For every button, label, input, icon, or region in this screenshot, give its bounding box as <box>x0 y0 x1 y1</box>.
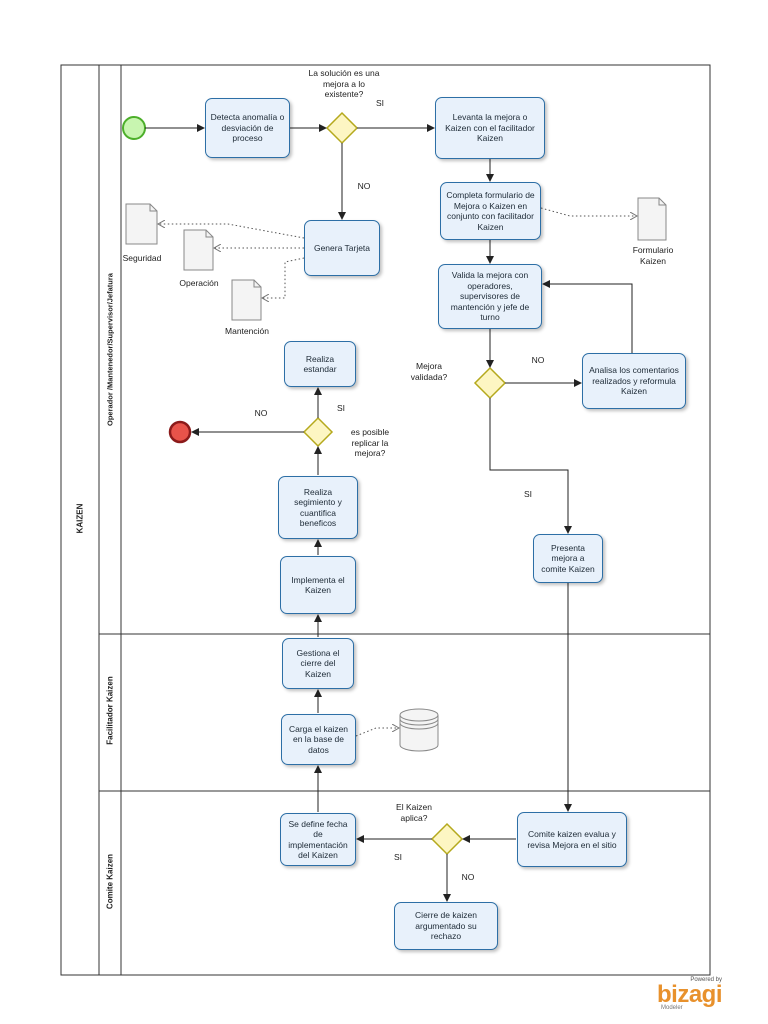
label-no-4: NO <box>461 872 475 882</box>
document-formulario-icon <box>637 197 667 241</box>
document-mantencion-icon <box>231 279 262 321</box>
pool-border <box>60 64 711 976</box>
gateway-solucion <box>325 111 359 145</box>
label-doc-operacion: Operación <box>179 278 219 288</box>
label-si-1: SI <box>375 98 385 108</box>
label-doc-formulario: Formulario Kaizen <box>632 245 674 266</box>
document-operacion-icon <box>183 229 214 271</box>
task-completa-formulario[interactable]: Completa formulario de Mejora o Kaizen e… <box>440 182 541 240</box>
document-seguridad-icon <box>125 203 158 245</box>
bizagi-product: Modeler <box>660 1005 683 1011</box>
lane-facilitador: Facilitador Kaizen <box>105 676 115 745</box>
database-icon <box>399 708 439 752</box>
end-event <box>168 420 192 444</box>
task-realiza-estandar[interactable]: Realiza estandar <box>284 341 356 387</box>
task-detecta-anomalia[interactable]: Detecta anomalía o desviación de proceso <box>205 98 290 158</box>
label-si-2: SI <box>523 489 533 499</box>
start-event <box>122 116 146 140</box>
powered-by-text: Powered by <box>690 977 722 983</box>
label-q-solucion: La solución es una mejora a lo existente… <box>308 68 380 99</box>
task-levanta-mejora[interactable]: Levanta la mejora o Kaizen con el facili… <box>435 97 545 159</box>
label-q-replicar: es posible replicar la mejora? <box>350 427 390 458</box>
task-genera-tarjeta[interactable]: Genera Tarjeta <box>304 220 380 276</box>
task-define-fecha[interactable]: Se define fecha de implementación del Ka… <box>280 813 356 866</box>
task-presenta-mejora[interactable]: Presenta mejora a comite Kaizen <box>533 534 603 583</box>
label-no-1: NO <box>357 181 371 191</box>
task-valida-mejora[interactable]: Valida la mejora con operadores, supervi… <box>438 264 542 329</box>
task-comite-evalua[interactable]: Comite kaizen evalua y revisa Mejora en … <box>517 812 627 867</box>
associations <box>158 207 637 737</box>
label-si-4: SI <box>393 852 403 862</box>
bizagi-branding: Powered by bizagi Modeler <box>656 977 723 1011</box>
label-no-2: NO <box>531 355 545 365</box>
label-doc-seguridad: Seguridad <box>122 253 162 263</box>
sequence-flows <box>145 124 633 902</box>
task-gestiona-cierre[interactable]: Gestiona el cierre del Kaizen <box>282 638 354 689</box>
gateway-mejora-validada <box>473 366 507 400</box>
task-cierre-kaizen[interactable]: Cierre de kaizen argumentado su rechazo <box>394 902 498 950</box>
label-no-3: NO <box>254 408 268 418</box>
task-implementa-kaizen[interactable]: Implementa el Kaizen <box>280 556 356 614</box>
lane-operador: Operador /Mantenedor/Supervisor/Jefatura <box>105 273 115 426</box>
label-doc-mantencion: Mantención <box>225 326 269 336</box>
task-realiza-seguimiento[interactable]: Realiza segimiento y cuantifica benefico… <box>278 476 358 539</box>
gateway-aplica <box>430 822 464 856</box>
gateway-replicar <box>302 416 334 448</box>
bizagi-logo: bizagi <box>656 981 723 1008</box>
lane-comite: Comite Kaizen <box>105 853 115 910</box>
task-analiza-comentarios[interactable]: Analisa los comentarios realizados y ref… <box>582 353 686 409</box>
label-si-3: SI <box>336 403 346 413</box>
label-q-aplica: El Kaizen aplica? <box>396 802 432 823</box>
pool-title: KAIZEN <box>75 503 85 534</box>
label-q-mejora-validada: Mejora validada? <box>410 361 448 382</box>
task-carga-kaizen[interactable]: Carga el kaizen en la base de datos <box>281 714 356 765</box>
